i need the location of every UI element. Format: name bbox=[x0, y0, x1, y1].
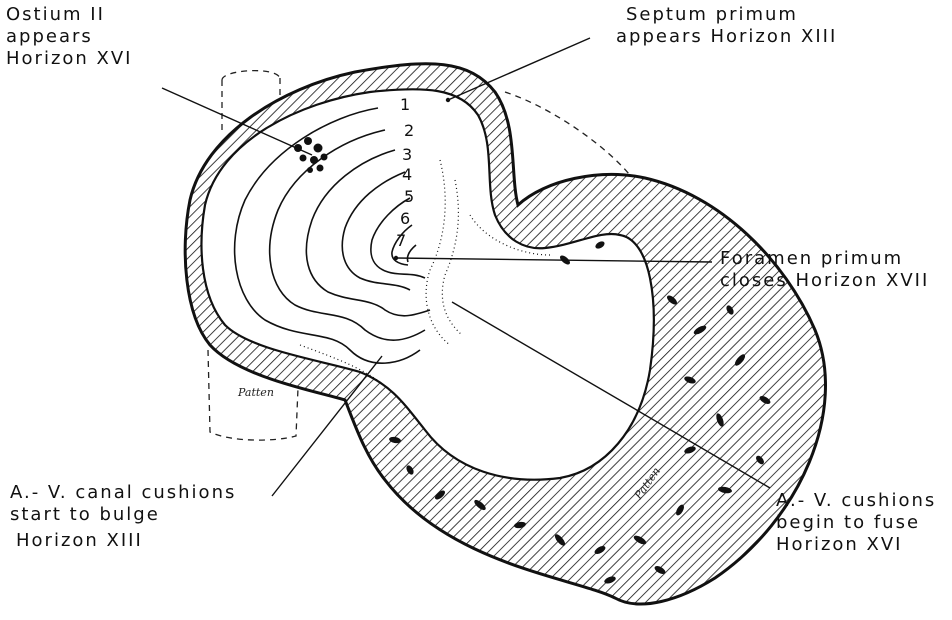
label-fuse-line-1: A.- V. cushions bbox=[776, 490, 936, 512]
label-canal-line-2: start to bulge bbox=[10, 504, 236, 526]
contour-number-3: 3 bbox=[402, 145, 412, 164]
label-fuse-line-3: Horizon XVI bbox=[776, 534, 936, 556]
label-foramen-primum: Foramen primum closes Horizon XVII bbox=[720, 248, 929, 292]
label-foramen-line-2: closes Horizon XVII bbox=[720, 270, 929, 292]
contour-number-6: 6 bbox=[400, 209, 410, 228]
artist-signature-left: Patten bbox=[237, 386, 274, 399]
foramen-pointer-dot bbox=[394, 256, 398, 260]
label-septum-line-1: Septum primum bbox=[616, 4, 837, 26]
atrial-cavity bbox=[202, 89, 654, 479]
contour-number-1: 1 bbox=[400, 95, 410, 114]
label-ostium-ii: Ostium II appears Horizon XVI bbox=[6, 4, 133, 70]
label-canal-line-1: A.- V. canal cushions bbox=[10, 482, 236, 504]
label-av-canal-cushions: A.- V. canal cushions start to bulge Hor… bbox=[10, 482, 236, 552]
label-ostium-line-1: Ostium II bbox=[6, 4, 133, 26]
contour-number-2: 2 bbox=[404, 121, 414, 140]
label-av-cushions-fuse: A.- V. cushions begin to fuse Horizon XV… bbox=[776, 490, 936, 556]
label-fuse-line-2: begin to fuse bbox=[776, 512, 936, 534]
contour-number-5: 5 bbox=[404, 187, 414, 206]
contour-number-7: 7 bbox=[396, 231, 406, 250]
label-ostium-line-3: Horizon XVI bbox=[6, 48, 133, 70]
label-ostium-line-2: appears bbox=[6, 26, 133, 48]
label-canal-line-3: Horizon XIII bbox=[10, 530, 236, 552]
leader-line-septum bbox=[448, 38, 590, 100]
label-septum-line-2: appears Horizon XIII bbox=[616, 26, 837, 48]
septum-pointer-dot bbox=[446, 98, 450, 102]
contour-number-4: 4 bbox=[402, 165, 412, 184]
label-foramen-line-1: Foramen primum bbox=[720, 248, 929, 270]
label-septum-primum: Septum primum appears Horizon XIII bbox=[616, 4, 837, 48]
